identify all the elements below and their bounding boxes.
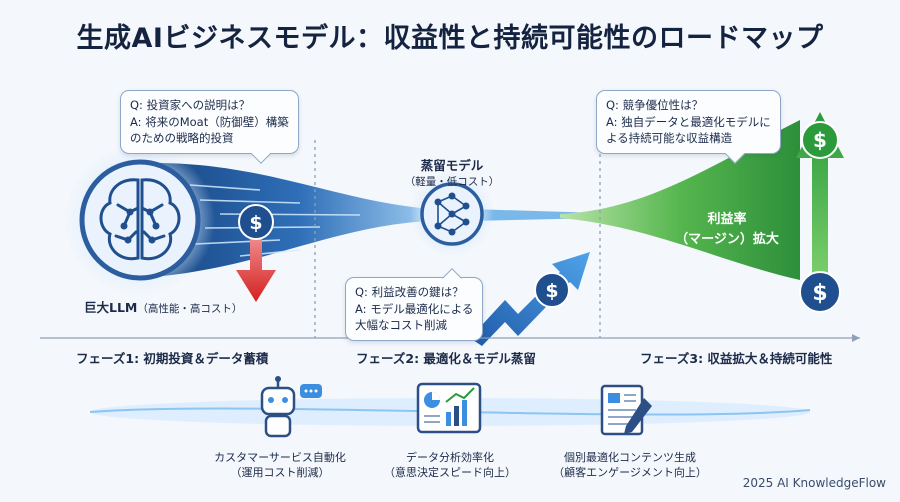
neural-network-nodes bbox=[434, 192, 470, 236]
robot-chat-icon bbox=[260, 376, 322, 438]
analytics-dashboard-icon bbox=[416, 382, 482, 434]
large-llm-label: 巨大LLM（高性能・高コスト） bbox=[84, 297, 242, 316]
use-case-customer-service-title: カスタマーサービス自動化 bbox=[214, 451, 346, 464]
margin-wedge bbox=[560, 120, 800, 280]
margin-label-line2: （マージン）拡大 bbox=[675, 231, 779, 247]
distilled-model-title: 蒸留モデル bbox=[420, 158, 484, 173]
phase-2-label: フェーズ2: 最適化＆モデル蒸留 bbox=[356, 351, 536, 366]
phase-1-label: フェーズ1: 初期投資＆データ蓄積 bbox=[76, 351, 269, 366]
profit-dollar-circle-bottom bbox=[799, 271, 841, 313]
use-case-customer-service-sub: （運用コスト削減） bbox=[230, 466, 330, 480]
margin-expansion-label: 利益率 （マージン）拡大 bbox=[672, 210, 782, 249]
use-case-data-analysis: データ分析効率化 （意思決定スピード向上） bbox=[370, 450, 530, 481]
cost-down-arrow bbox=[236, 225, 276, 302]
profit-answer-line1: A: モデル最適化による bbox=[355, 301, 474, 316]
use-case-customer-service: カスタマーサービス自動化 （運用コスト削減） bbox=[200, 450, 360, 481]
cost-dollar-circle bbox=[238, 204, 274, 240]
large-llm-subtitle: （高性能・高コスト） bbox=[137, 303, 243, 315]
profit-dollar-circle-top bbox=[801, 121, 839, 159]
cost-dollar-sign: $ bbox=[249, 212, 262, 234]
growth-zigzag-arrow bbox=[470, 252, 590, 346]
growth-dollar-circle bbox=[534, 272, 570, 308]
use-case-data-analysis-sub: （意思決定スピード向上） bbox=[384, 466, 516, 480]
investor-answer-line1: A: 将来のMoat（防御壁）構築 bbox=[130, 114, 289, 129]
brain-nodes bbox=[120, 208, 160, 244]
investor-answer-line2: のための戦略的投資 bbox=[130, 131, 234, 146]
investor-question: Q: 投資家への説明は？ bbox=[130, 98, 251, 112]
use-case-data-analysis-title: データ分析効率化 bbox=[406, 451, 494, 464]
competitive-answer-line2: よる持続可能な収益構造 bbox=[606, 131, 733, 146]
document-pen-icon bbox=[600, 384, 652, 436]
large-llm-title: 巨大LLM bbox=[84, 300, 138, 315]
timeline-ticks bbox=[852, 334, 860, 342]
page-title: 生成AIビジネスモデル：収益性と持続可能性のロードマップ bbox=[76, 23, 824, 54]
distilled-model-subtitle: （軽量・低コスト） bbox=[404, 176, 500, 188]
competitive-answer-line1: A: 独自データと最適化モデルに bbox=[606, 114, 771, 129]
margin-label-line1: 利益率 bbox=[707, 212, 747, 227]
competitive-question: Q: 競争優位性は？ bbox=[606, 98, 704, 112]
competitive-qa-bubble: Q: 競争優位性は？ A: 独自データと最適化モデルに よる持続可能な収益構造 bbox=[596, 90, 781, 155]
growth-dollar-sign: $ bbox=[545, 280, 558, 302]
investor-qa-bubble: Q: 投資家への説明は？ A: 将来のMoat（防御壁）構築 のための戦略的投資 bbox=[120, 90, 299, 155]
profit-question: Q: 利益改善の鍵は？ bbox=[355, 285, 464, 299]
phase-3-label: フェーズ3: 収益拡大＆持続可能性 bbox=[640, 351, 833, 366]
use-case-content-generation: 個別最適化コンテンツ生成 （顧客エンゲージメント向上） bbox=[540, 450, 720, 481]
profit-dollar-sign-bottom: $ bbox=[812, 281, 827, 306]
profit-dollar-sign-top: $ bbox=[813, 128, 827, 152]
profit-answer-line2: 大幅なコスト削減 bbox=[355, 318, 447, 333]
use-case-content-generation-title: 個別最適化コンテンツ生成 bbox=[564, 451, 696, 464]
distilled-model-label: 蒸留モデル （軽量・低コスト） bbox=[400, 155, 504, 189]
profit-qa-bubble: Q: 利益改善の鍵は？ A: モデル最適化による 大幅なコスト削減 bbox=[345, 277, 484, 342]
use-case-content-generation-sub: （顧客エンゲージメント向上） bbox=[553, 466, 707, 480]
large-llm-circle bbox=[79, 159, 201, 281]
cost-funnel bbox=[140, 162, 430, 278]
footer-credit: 2025 AI KnowledgeFlow bbox=[742, 476, 886, 490]
